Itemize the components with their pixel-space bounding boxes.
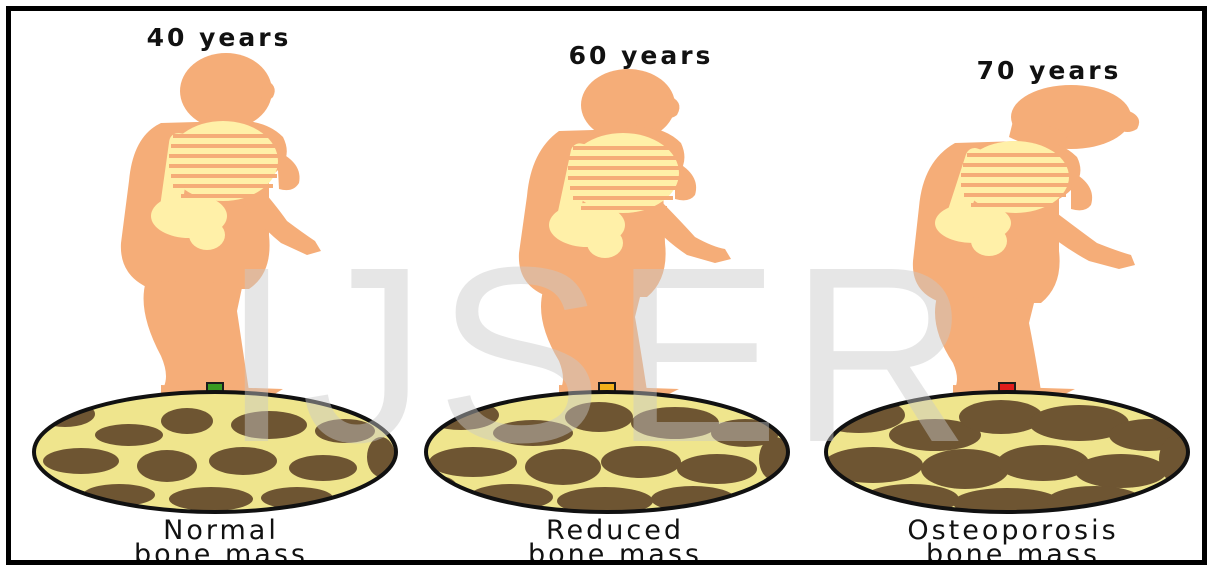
caption-line-2: bone mass	[134, 539, 308, 560]
caption-line-2: bone mass	[926, 539, 1100, 560]
age-label: 60 years	[569, 41, 714, 70]
diagram-frame: 40 years	[6, 6, 1207, 565]
skeleton-ribs	[568, 148, 679, 208]
age-label: 70 years	[977, 56, 1122, 85]
osteoporosis-diagram: 40 years	[11, 11, 1202, 560]
skeleton-ribs	[169, 136, 279, 196]
caption-line-2: bone mass	[528, 539, 702, 560]
age-label: 40 years	[147, 23, 292, 52]
watermark: IJSER	[222, 215, 981, 494]
